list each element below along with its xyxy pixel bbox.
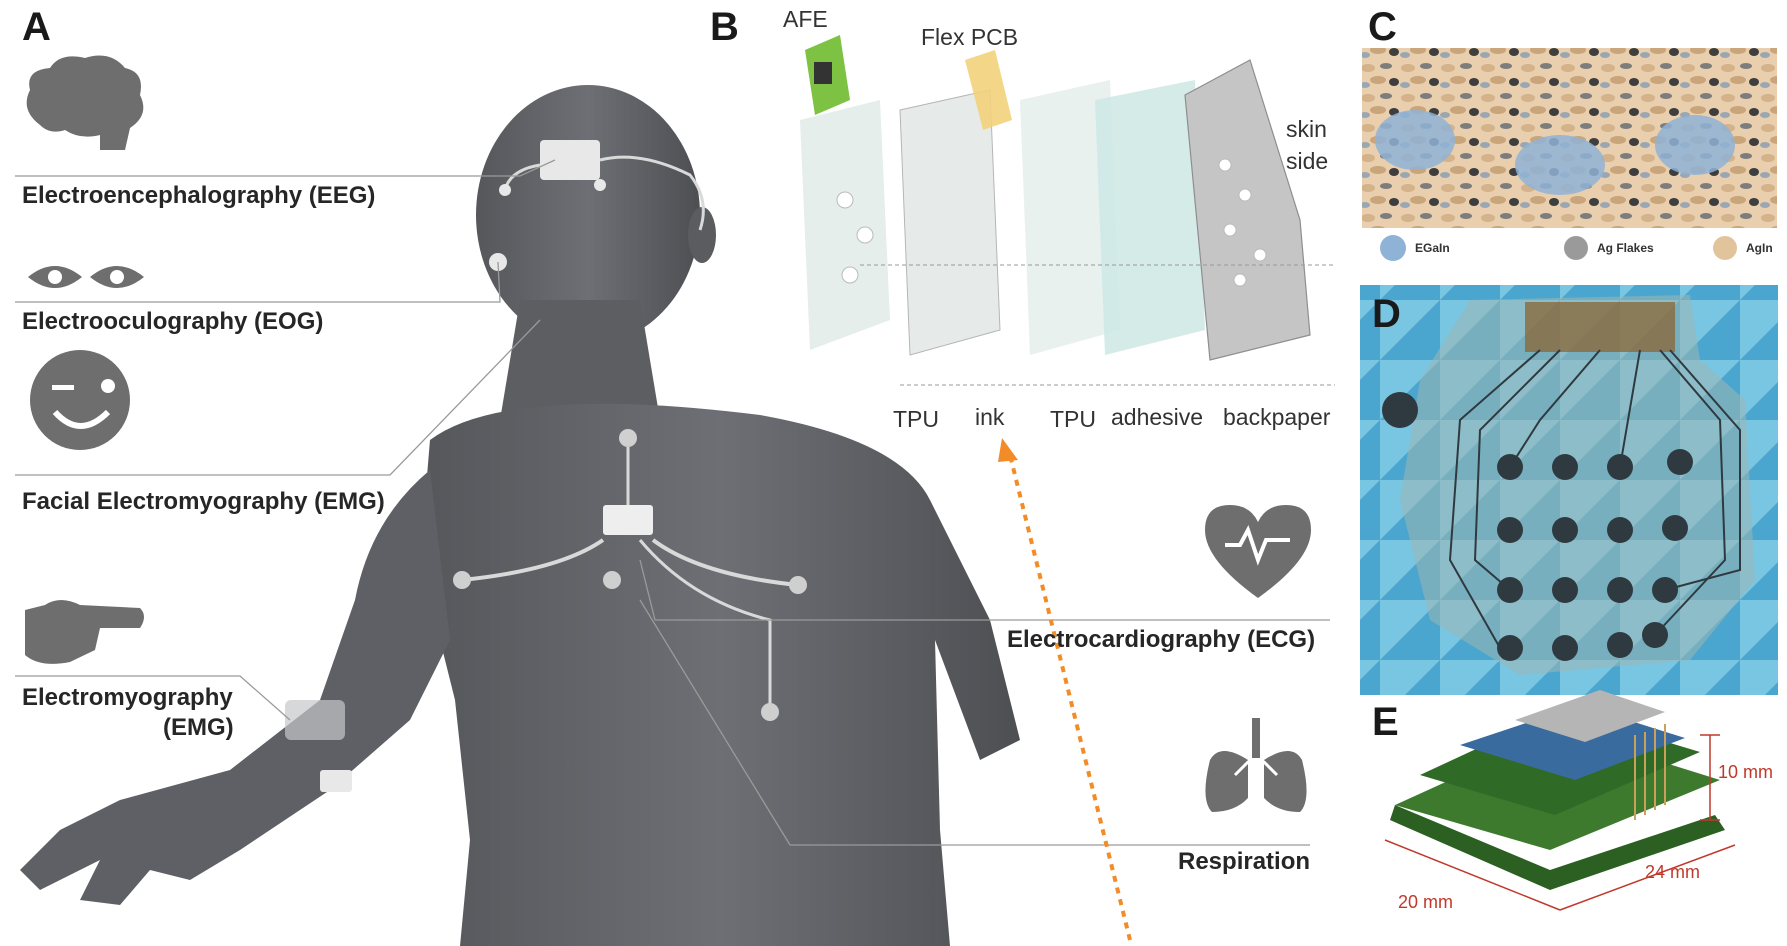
flex-pcb-label: Flex PCB [921, 24, 1018, 51]
layer-label: backpaper [1223, 404, 1330, 431]
exploded-layers [800, 35, 1335, 385]
eeg-label: Electroencephalography (EEG) [22, 182, 375, 210]
legend-egain: EGaIn [1415, 241, 1450, 255]
legend-agin: AgIn [1746, 241, 1773, 255]
emg-label-line2: (EMG) [163, 714, 234, 742]
ink-arrow [998, 438, 1130, 940]
layer-label: TPU [893, 406, 939, 433]
brain-icon [27, 56, 144, 150]
layer-label: TPU [1050, 406, 1096, 433]
skin-side-label-line2: side [1286, 148, 1328, 175]
lungs-icon [1205, 718, 1306, 812]
panel-c-letter: C [1368, 5, 1397, 50]
dimension-width: 20 mm [1398, 892, 1453, 913]
panel-e-letter: E [1372, 700, 1399, 745]
facial-emg-label: Facial Electromyography (EMG) [22, 488, 385, 516]
pointing-hand-icon [25, 600, 144, 664]
wink-face-icon [30, 350, 130, 450]
heart-ecg-icon [1205, 505, 1311, 598]
afe-label: AFE [783, 6, 828, 33]
respiration-label: Respiration [1178, 848, 1310, 876]
ecg-label: Electrocardiography (ECG) [1007, 626, 1315, 654]
panel-d-letter: D [1372, 292, 1401, 337]
panel-a-letter: A [22, 5, 51, 50]
eyes-icon [28, 266, 144, 288]
legend-ag-flakes: Ag Flakes [1597, 241, 1654, 255]
dimension-depth: 24 mm [1645, 862, 1700, 883]
skin-side-label-line1: skin [1286, 116, 1327, 143]
microstructure-image [1362, 48, 1777, 228]
dimension-height: 10 mm [1718, 762, 1773, 783]
electrode-array-photo [1360, 285, 1778, 695]
emg-label-line1: Electromyography [22, 684, 233, 712]
layer-label: ink [975, 404, 1004, 431]
panel-b-letter: B [710, 5, 739, 50]
eog-label: Electrooculography (EOG) [22, 308, 323, 336]
layer-label: adhesive [1111, 404, 1203, 431]
